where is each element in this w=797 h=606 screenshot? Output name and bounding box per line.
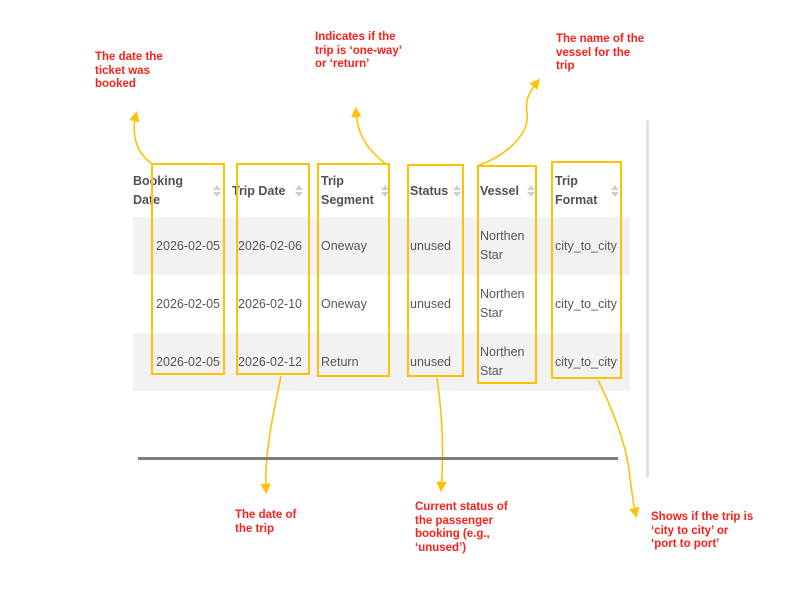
table-cell: city_to_city	[555, 354, 617, 369]
annotation-booking-date: The date the ticket was booked	[95, 51, 163, 90]
table-cell: unused	[410, 296, 452, 311]
arrow-status	[436, 377, 447, 493]
table-cell: 2026-02-10	[238, 296, 302, 311]
table-cell: Oneway	[321, 296, 367, 311]
table-cell: city_to_city	[555, 296, 617, 311]
column-header-label: Trip Date	[232, 183, 286, 198]
column-header-trip-segment[interactable]: Trip Segment	[314, 165, 400, 217]
sort-icon	[611, 185, 619, 197]
column-header-trip-date[interactable]: Trip Date	[232, 165, 314, 217]
annotation-vessel: The name of the vessel for the trip	[556, 33, 645, 72]
sort-icon	[213, 185, 221, 197]
arrow-trip-segment	[351, 106, 387, 165]
highlight-box-status	[407, 164, 464, 377]
vertical-scrollbar[interactable]	[646, 120, 649, 478]
table-cell: city_to_city	[555, 238, 617, 253]
horizontal-divider	[138, 457, 618, 460]
column-header-label: Booking Date	[133, 174, 183, 207]
column-header-label: Trip Segment	[321, 174, 374, 207]
table-cell: 2026-02-06	[238, 238, 302, 253]
sort-icon	[527, 185, 535, 197]
highlight-box-trip-date	[236, 163, 310, 375]
column-header-label: Trip Format	[555, 174, 598, 207]
column-header-trip-format[interactable]: Trip Format	[546, 165, 630, 217]
arrow-trip-format	[597, 379, 640, 519]
annotation-status: Current status of the passenger booking …	[415, 501, 508, 554]
table-cell: Northen Star	[480, 229, 525, 262]
table-cell: 2026-02-05	[156, 354, 220, 369]
sort-icon	[381, 185, 389, 197]
highlight-box-trip-format	[551, 161, 622, 379]
highlight-box-vessel	[477, 165, 537, 384]
highlight-box-trip-segment	[317, 163, 390, 377]
table-cell: Northen Star	[480, 287, 525, 320]
sort-icon	[295, 185, 303, 197]
table-cell: unused	[410, 238, 452, 253]
table-cell: Northen Star	[480, 345, 525, 378]
table-cell: unused	[410, 354, 452, 369]
arrow-vessel	[476, 78, 540, 167]
table-row: 2026-02-05 2026-02-10 Oneway unused Nort…	[133, 275, 630, 333]
table-cell: 2026-02-12	[238, 354, 302, 369]
arrow-trip-date	[260, 375, 282, 495]
annotation-trip-segment: Indicates if the trip is ‘one-way’ or ‘r…	[315, 31, 402, 70]
bookings-table: Booking Date Trip Date Trip Segment Stat…	[133, 165, 630, 391]
table-row: 2026-02-05 2026-02-12 Return unused Nort…	[133, 333, 630, 391]
table-header-row: Booking Date Trip Date Trip Segment Stat…	[133, 165, 630, 217]
annotation-trip-format: Shows if the trip is ‘city to city’ or ‘…	[651, 511, 754, 550]
annotation-trip-date: The date of the trip	[235, 509, 297, 535]
table-row: 2026-02-05 2026-02-06 Oneway unused Nort…	[133, 217, 630, 275]
highlight-box-booking-date	[151, 163, 225, 375]
column-header-label: Vessel	[480, 183, 519, 198]
table-cell: Return	[321, 354, 359, 369]
column-header-label: Status	[410, 183, 449, 198]
sort-icon	[453, 185, 461, 197]
column-header-status[interactable]: Status	[400, 165, 472, 217]
table-cell: 2026-02-05	[156, 296, 220, 311]
arrow-booking-date	[129, 110, 153, 165]
column-header-booking-date[interactable]: Booking Date	[133, 165, 232, 217]
column-header-vessel[interactable]: Vessel	[472, 165, 546, 217]
table-cell: Oneway	[321, 238, 367, 253]
table-cell: 2026-02-05	[156, 238, 220, 253]
